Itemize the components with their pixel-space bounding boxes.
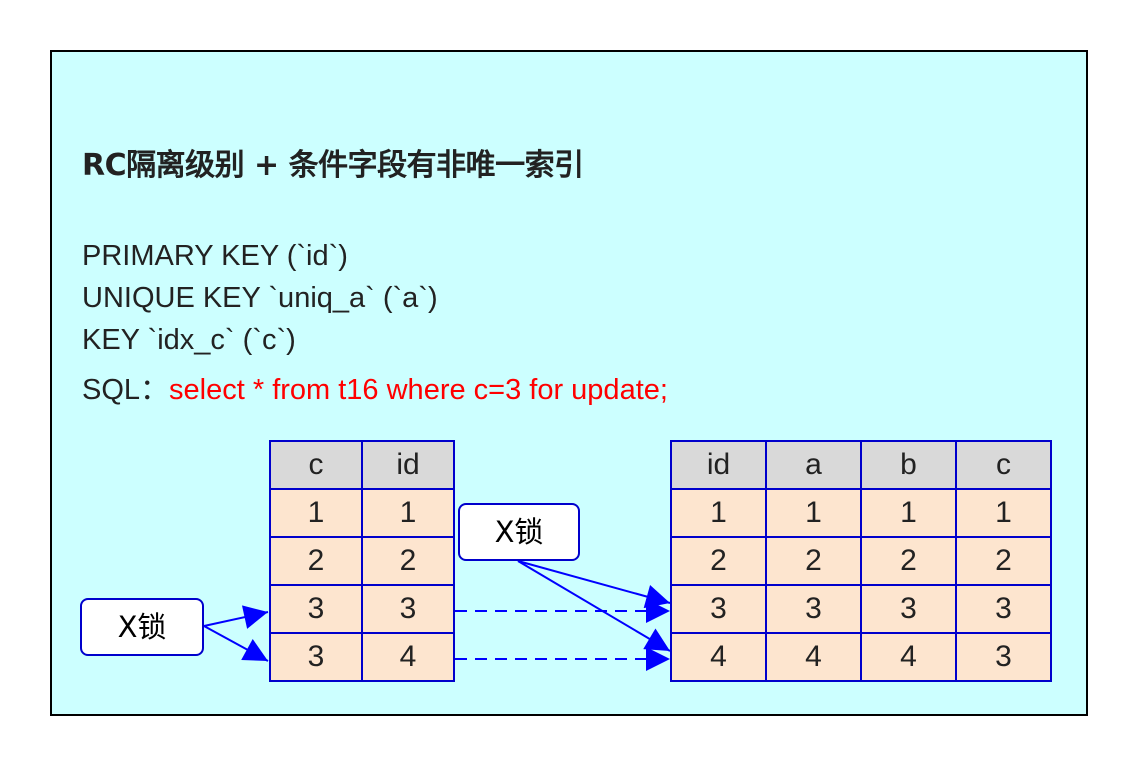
- primary-index-table: id a b c 1 1 1 1 2 2 2 2 3 3 3 3 4 4 4 3: [670, 440, 1052, 682]
- table-cell: 4: [670, 632, 767, 682]
- table-cell: 3: [860, 584, 957, 634]
- table-cell: 3: [361, 584, 455, 634]
- header-cell: a: [765, 440, 862, 490]
- table-cell: 2: [765, 536, 862, 586]
- table-cell: 3: [269, 632, 363, 682]
- table-row: 3 4: [269, 632, 455, 682]
- table-cell: 1: [955, 488, 1052, 538]
- secondary-index-table: c id 1 1 2 2 3 3 3 4: [269, 440, 455, 682]
- table-row: 1 1 1 1: [670, 488, 1052, 538]
- table-cell: 3: [765, 584, 862, 634]
- table-cell: 3: [955, 584, 1052, 634]
- table-cell: 2: [955, 536, 1052, 586]
- table-cell: 1: [860, 488, 957, 538]
- unique-key-line: UNIQUE KEY `uniq_a` (`a`): [82, 282, 438, 314]
- table-cell: 3: [955, 632, 1052, 682]
- table-cell: 2: [361, 536, 455, 586]
- x-lock-secondary-box: X锁: [80, 598, 204, 656]
- table-row: 2 2 2 2: [670, 536, 1052, 586]
- table-cell: 1: [361, 488, 455, 538]
- table-row: 1 1: [269, 488, 455, 538]
- table-cell: 2: [670, 536, 767, 586]
- sql-label: SQL：: [82, 374, 170, 406]
- diagram-title: RC隔离级别 + 条件字段有非唯一索引: [82, 148, 584, 183]
- header-cell: id: [361, 440, 455, 490]
- table-cell: 1: [765, 488, 862, 538]
- sql-code: select * from t16 where c=3 for update;: [169, 374, 668, 406]
- table-row: 3 3: [269, 584, 455, 634]
- arrow-lock-to-c3-id3: [203, 605, 269, 629]
- sql-line: SQL：select * from t16 where c=3 for upda…: [82, 366, 668, 408]
- table-row: 2 2: [269, 536, 455, 586]
- table-cell: 4: [361, 632, 455, 682]
- table-cell: 1: [670, 488, 767, 538]
- arrow-lock-to-pk3: [517, 560, 671, 609]
- table-row: 3 3 3 3: [670, 584, 1052, 634]
- table-cell: 4: [765, 632, 862, 682]
- table-cell: 1: [269, 488, 363, 538]
- header-cell: c: [269, 440, 363, 490]
- table-cell: 3: [269, 584, 363, 634]
- arrow-lock-to-c3-id4: [203, 625, 269, 662]
- x-lock-primary-box: X锁: [458, 503, 580, 561]
- table-row: 4 4 4 3: [670, 632, 1052, 682]
- index-key-line: KEY `idx_c` (`c`): [82, 324, 296, 356]
- table-header-row: c id: [269, 440, 455, 490]
- table-cell: 3: [670, 584, 767, 634]
- table-cell: 4: [860, 632, 957, 682]
- table-header-row: id a b c: [670, 440, 1052, 490]
- header-cell: c: [955, 440, 1052, 490]
- table-cell: 2: [269, 536, 363, 586]
- header-cell: b: [860, 440, 957, 490]
- arrow-lock-to-pk4: [517, 560, 671, 652]
- primary-key-line: PRIMARY KEY (`id`): [82, 240, 348, 272]
- header-cell: id: [670, 440, 767, 490]
- table-cell: 2: [860, 536, 957, 586]
